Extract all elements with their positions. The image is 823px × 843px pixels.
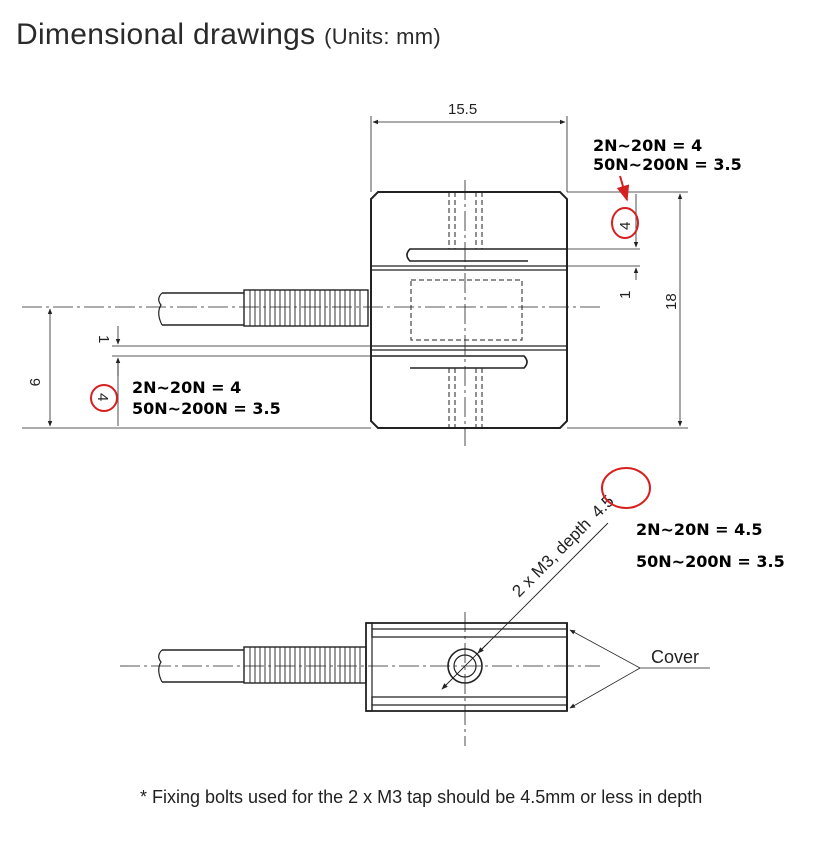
cover-label: Cover	[651, 647, 699, 667]
highlight-circle-depth	[601, 467, 651, 509]
dim-width: 15.5	[448, 101, 477, 118]
note-tap-1: 2N~20N = 4.5	[636, 520, 762, 539]
upper-slot	[406, 248, 567, 262]
title-units: (Units: mm)	[324, 24, 442, 49]
note-tap-2: 50N~200N = 3.5	[636, 552, 785, 571]
cable	[162, 292, 244, 326]
highlight-circle-right	[611, 207, 639, 239]
title-main: Dimensional drawings	[16, 18, 316, 51]
m3-tap-inner	[453, 654, 477, 678]
footer-note: * Fixing bolts used for the 2 x M3 tap s…	[140, 787, 703, 807]
dim-edge-right: 4	[617, 222, 634, 230]
lower-slot	[371, 355, 528, 369]
dim-edge-left: 4	[94, 393, 111, 401]
m3-tap-outer	[447, 648, 483, 684]
dim-slot-gap-left: 1	[95, 335, 112, 343]
highlight-arrow	[616, 175, 630, 202]
load-cell-body	[370, 191, 568, 429]
dim-slot-gap-right: 1	[617, 291, 634, 299]
note-top-right-1: 2N~20N = 4	[593, 136, 702, 155]
note-top-right-2: 50N~200N = 3.5	[593, 155, 742, 174]
note-left-1: 2N~20N = 4	[132, 378, 241, 397]
highlight-circle-left	[90, 384, 118, 412]
hidden-gauge-area	[410, 279, 523, 341]
top-body	[365, 622, 568, 712]
dim-height: 18	[663, 293, 680, 310]
cover-bottom	[366, 696, 567, 712]
cover-top	[366, 622, 567, 638]
note-left-2: 50N~200N = 3.5	[132, 399, 281, 418]
front-view	[22, 116, 688, 446]
strain-relief	[243, 289, 369, 327]
dim-half-height: 9	[26, 378, 43, 386]
page-title: Dimensional drawings (Units: mm)	[16, 18, 441, 52]
tap-depth: 4.5	[588, 491, 618, 521]
top-view	[120, 522, 710, 746]
tap-label: 2 x M3, depth	[508, 515, 594, 601]
